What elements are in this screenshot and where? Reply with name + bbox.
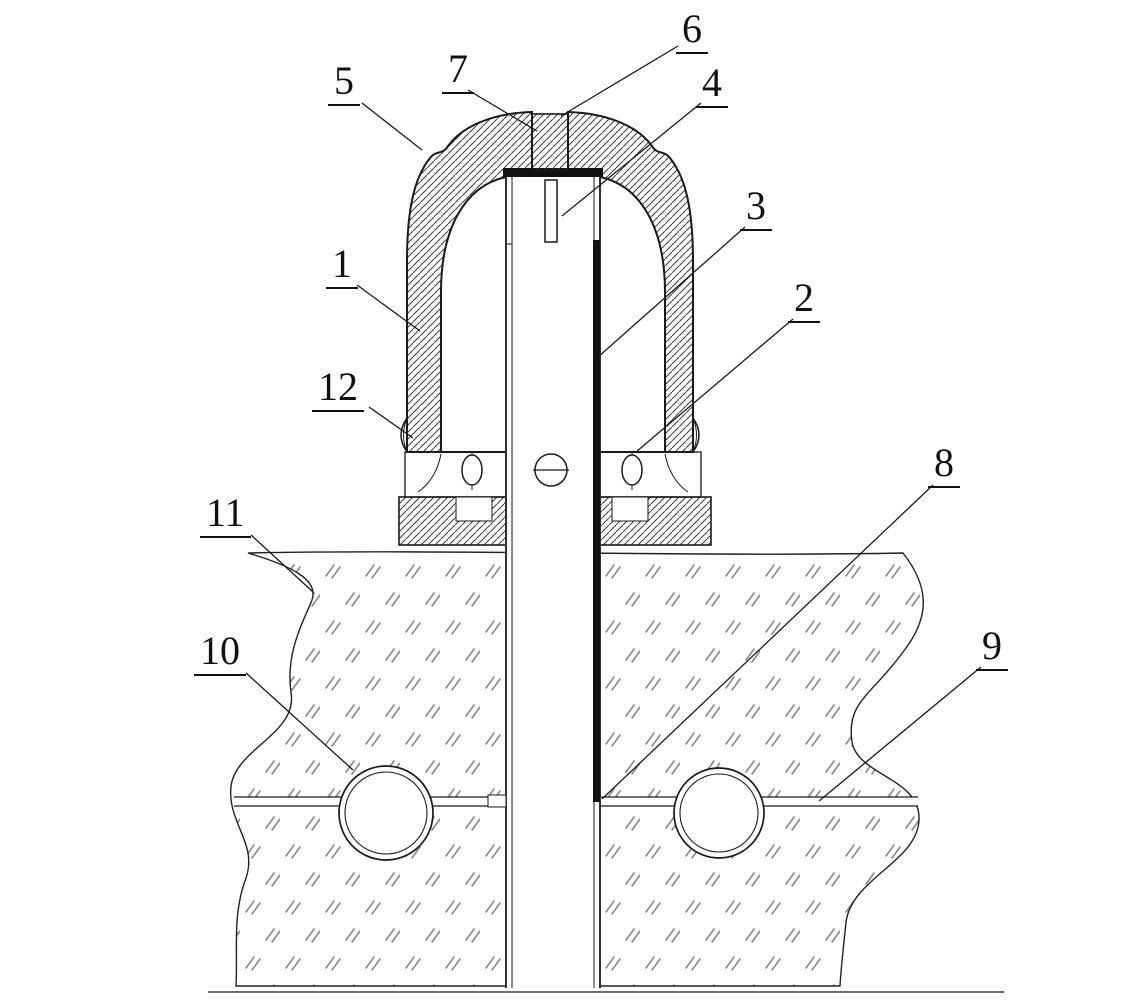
- ref-label-3: 3: [740, 185, 772, 231]
- figure-bottom-line: [208, 986, 1004, 993]
- right-pipe-section: [673, 767, 765, 859]
- ref-label-10: 10: [194, 630, 246, 676]
- center-tube: [487, 168, 603, 990]
- inner-slot: [544, 179, 558, 243]
- ref-label-4: 4: [696, 62, 728, 108]
- top-plug: [531, 113, 569, 171]
- ref-label-8: 8: [928, 442, 960, 488]
- center-port: [533, 453, 569, 487]
- flange-bolt-holes: [461, 453, 643, 490]
- left-pipe-section: [338, 765, 434, 861]
- ref-label-9: 9: [976, 625, 1008, 671]
- ref-label-11: 11: [200, 492, 251, 538]
- ref-label-5: 5: [328, 60, 360, 106]
- ref-label-2: 2: [788, 277, 820, 323]
- base-plate: [398, 496, 712, 546]
- ref-label-12: 12: [312, 366, 364, 412]
- ref-label-7: 7: [442, 48, 474, 94]
- leader-lines: [245, 45, 982, 802]
- ref-label-6: 6: [676, 8, 708, 54]
- ref-label-1: 1: [326, 243, 358, 289]
